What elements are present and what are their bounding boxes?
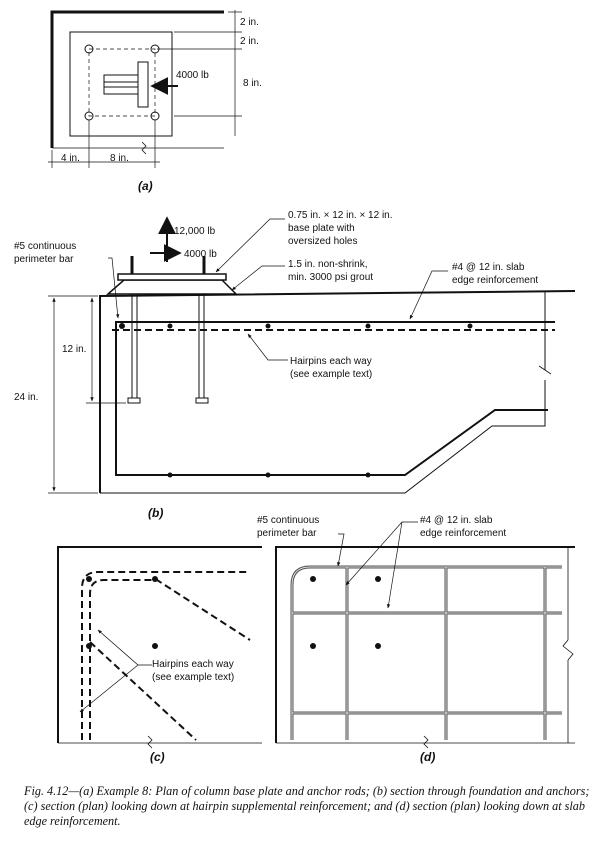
anchor-rods: [131, 294, 205, 398]
panel-b: 12,000 lb 4000 lb 0.75 in. × 12 in. × 12…: [14, 210, 576, 520]
leaders-d: [337, 521, 418, 609]
dim-bottom: 8 in.: [110, 153, 129, 164]
perimeter-callout-d: #5 continuous perimeter bar: [257, 515, 322, 539]
dim-height: 8 in.: [243, 78, 262, 89]
column-section: [103, 61, 149, 108]
slab-edge-reinforcement: [290, 565, 562, 740]
depth-dimensions: [48, 295, 126, 494]
anchor-rods-plan: [86, 576, 158, 649]
foundation-corner-d: [275, 546, 575, 743]
perimeter-callout: #5 continuous perimeter bar: [14, 241, 79, 265]
hairpin-leaders: [79, 629, 152, 713]
load-label: 4000 lb: [176, 70, 209, 81]
anchor-rods-plan-d: [310, 576, 381, 649]
panel-d: #5 continuous perimeter bar #4 @ 12 in. …: [257, 515, 575, 764]
panel-a: 4000 lb 2 in. 2 in. 8 in. 4 in. 8 in. (a…: [48, 10, 262, 193]
dim-depth: 24 in.: [14, 392, 38, 403]
foundation-corner: [57, 546, 262, 743]
grout-callout: 1.5 in. non-shrink, min. 3000 psi grout: [288, 259, 373, 283]
dim-left: 4 in.: [61, 153, 80, 164]
dim-top-edge: 2 in.: [240, 17, 259, 28]
horizontal-load-label: 4000 lb: [184, 249, 217, 260]
base-plate: [69, 31, 173, 137]
hairpins-callout: Hairpins each way (see example text): [290, 356, 375, 380]
panel-c: Hairpins each way (see example text) (c): [57, 546, 262, 764]
slab-bars: [119, 323, 473, 478]
hairpin-bars: [81, 571, 251, 741]
base-plate-assembly: [106, 256, 238, 404]
vertical-load-label: 12,000 lb: [174, 226, 216, 237]
slab-edge-callout-d: #4 @ 12 in. slab edge reinforcement: [420, 515, 506, 539]
dim-anchor-depth: 12 in.: [62, 344, 86, 355]
figure-caption: Fig. 4.12—(a) Example 8: Plan of column …: [24, 784, 590, 828]
plate-callout: 0.75 in. × 12 in. × 12 in. base plate wi…: [288, 210, 395, 247]
dimension-lines: [48, 10, 242, 168]
leaders: [108, 218, 448, 361]
panel-d-label: (d): [420, 750, 435, 764]
dim-top-bolt: 2 in.: [240, 36, 259, 47]
perimeter-reinforcement: [115, 321, 555, 476]
panel-a-label: (a): [138, 179, 153, 193]
panel-c-label: (c): [150, 750, 165, 764]
panel-b-label: (b): [148, 506, 163, 520]
slab-edge-callout: #4 @ 12 in. slab edge reinforcement: [452, 262, 538, 286]
foundation-outline: [99, 290, 576, 493]
figure-diagram: 4000 lb 2 in. 2 in. 8 in. 4 in. 8 in. (a…: [14, 10, 576, 764]
hairpins-callout-c: Hairpins each way (see example text): [152, 659, 237, 683]
foundation-edge: [50, 10, 224, 148]
